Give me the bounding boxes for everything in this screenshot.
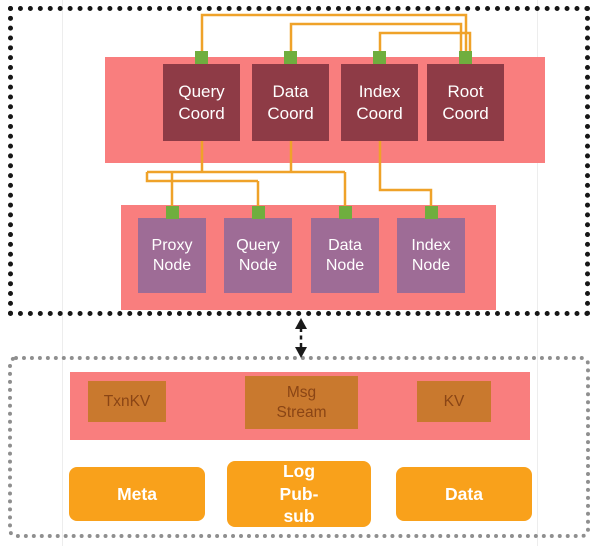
box-log-pubsub-store: Log Pub-sub bbox=[227, 461, 371, 527]
box-msg-stream-service: Msg Stream bbox=[245, 376, 358, 429]
connector-port-icon bbox=[425, 206, 438, 219]
slide-guide-line bbox=[62, 0, 63, 546]
box-data-store: Data bbox=[396, 467, 532, 521]
box-index-coord: Index Coord bbox=[341, 64, 418, 141]
box-data-coord: Data Coord bbox=[252, 64, 329, 141]
box-query-coord: Query Coord bbox=[163, 64, 240, 141]
bidirectional-arrow-icon bbox=[295, 318, 307, 358]
storage-layer-frame bbox=[8, 356, 590, 538]
box-kv-service: KV bbox=[417, 381, 491, 422]
box-index-node: Index Node bbox=[397, 218, 465, 293]
compute-layer-frame bbox=[8, 6, 590, 316]
connector-port-icon bbox=[339, 206, 352, 219]
connector-port-icon bbox=[284, 51, 297, 64]
box-query-node: Query Node bbox=[224, 218, 292, 293]
connector-port-icon bbox=[252, 206, 265, 219]
connector-port-icon bbox=[373, 51, 386, 64]
connector-port-icon bbox=[166, 206, 179, 219]
store-label: Log Pub-sub bbox=[279, 460, 319, 527]
box-txnkv-service: TxnKV bbox=[88, 381, 166, 422]
slide-guide-line bbox=[537, 0, 538, 546]
service-label: TxnKV bbox=[103, 392, 151, 410]
store-label: Meta bbox=[117, 483, 157, 504]
service-label: KV bbox=[443, 392, 465, 410]
box-root-coord: Root Coord bbox=[427, 64, 504, 141]
store-label: Data bbox=[445, 483, 483, 504]
connector-port-icon bbox=[459, 51, 472, 64]
box-proxy-node: Proxy Node bbox=[138, 218, 206, 293]
box-data-node: Data Node bbox=[311, 218, 379, 293]
box-meta-store: Meta bbox=[69, 467, 205, 521]
connector-port-icon bbox=[195, 51, 208, 64]
service-label: Msg Stream bbox=[276, 384, 327, 421]
